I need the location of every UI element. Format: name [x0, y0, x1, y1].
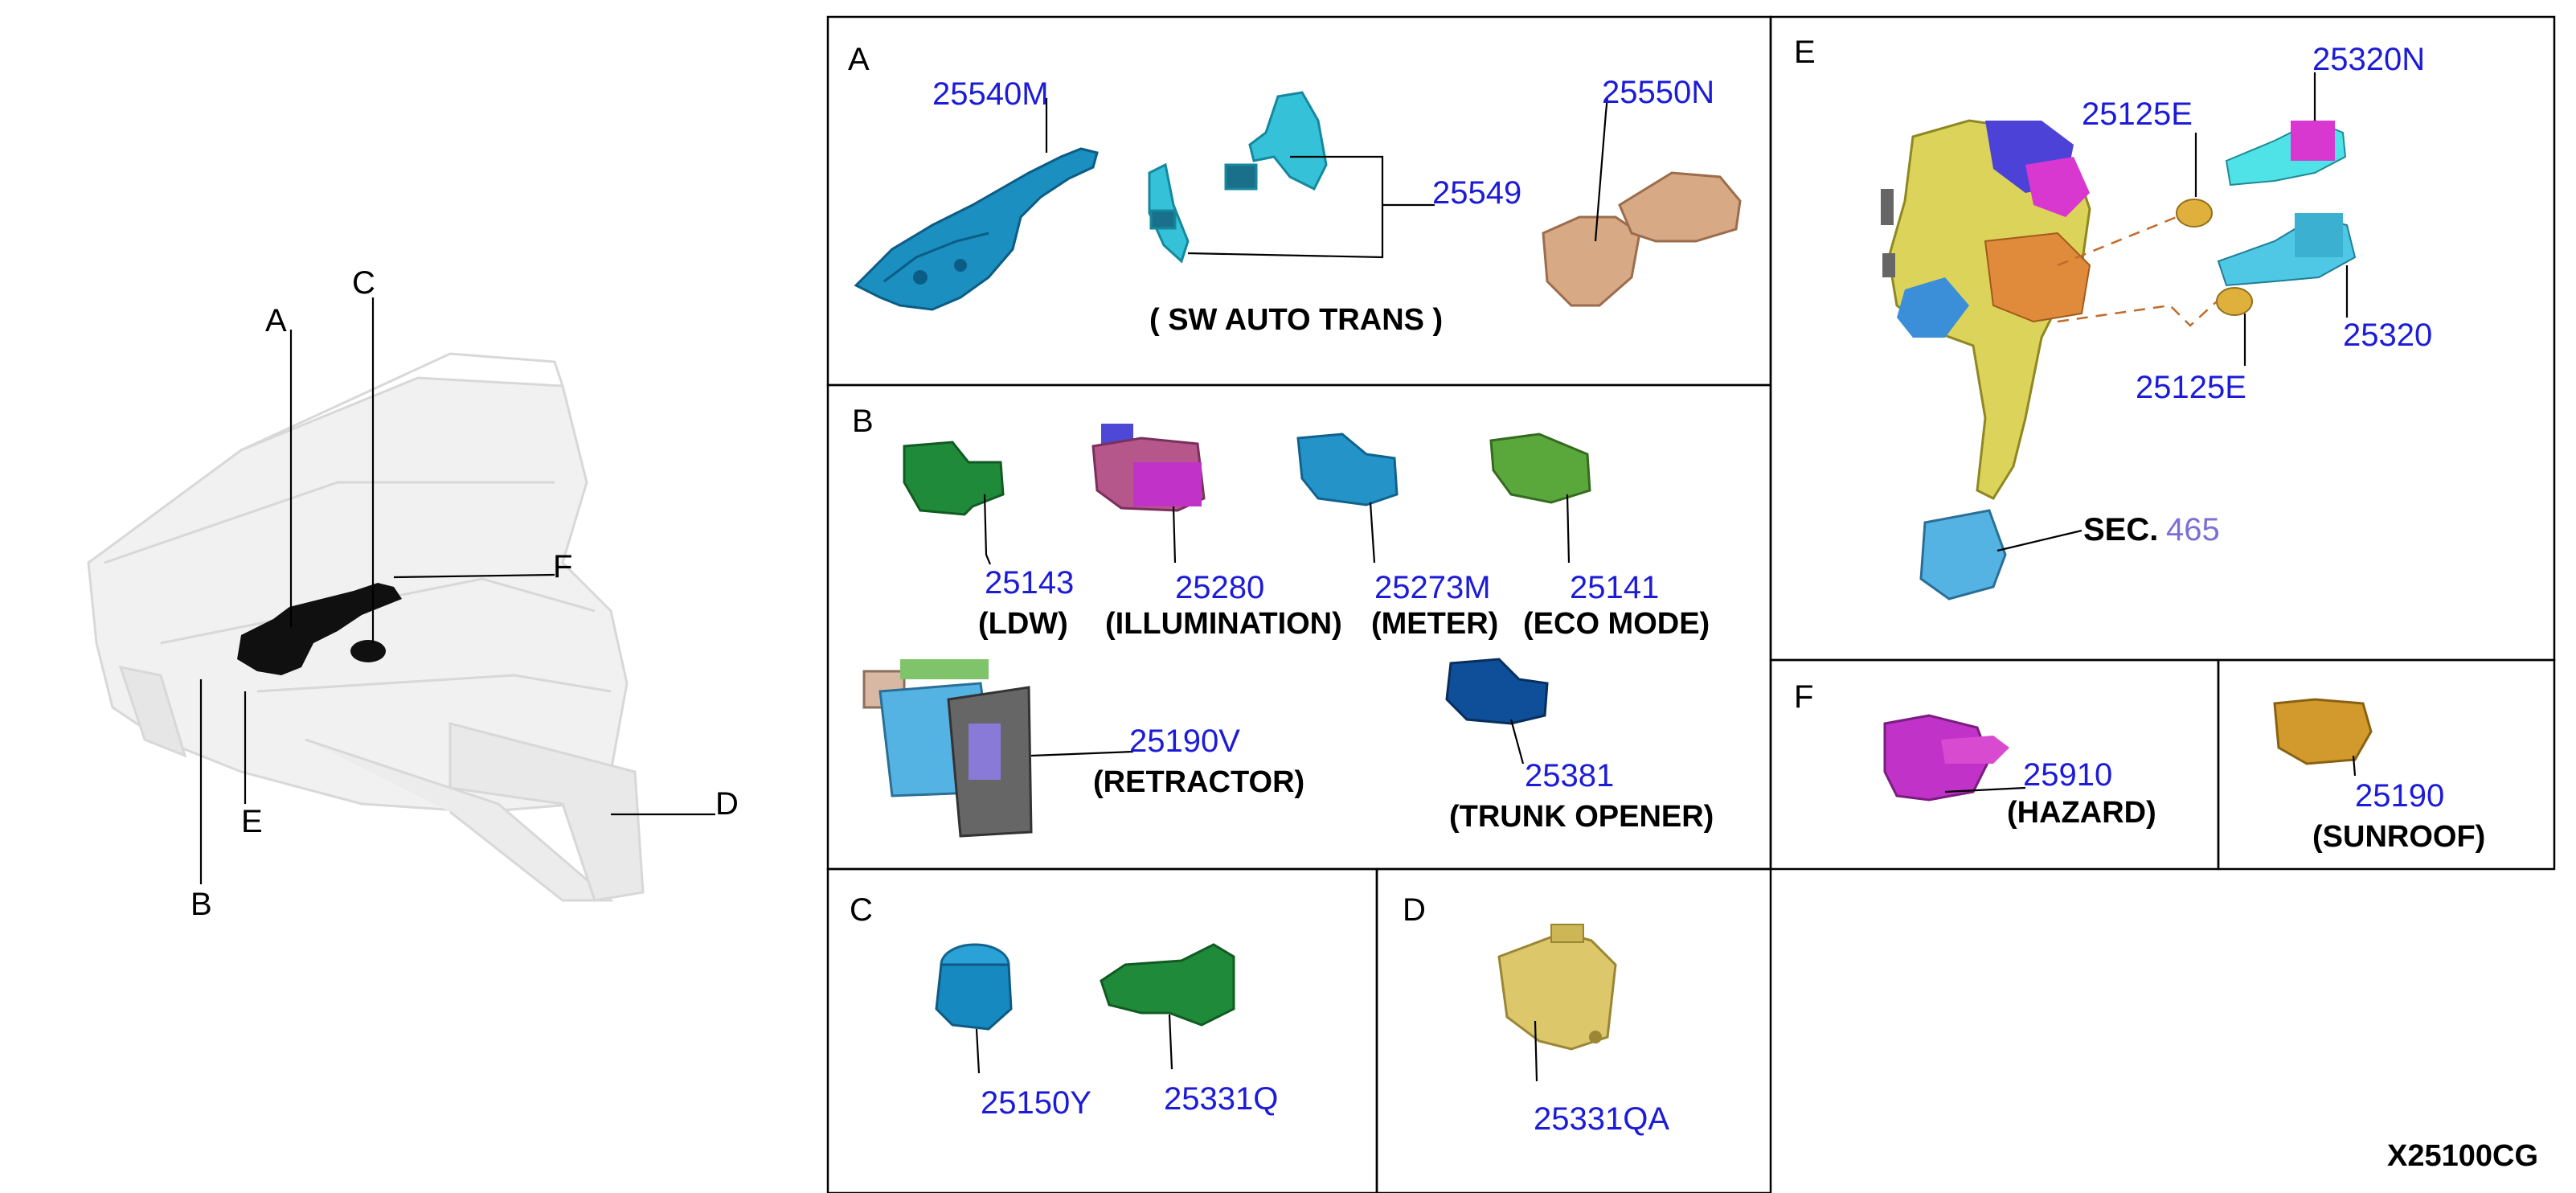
panel-d: D 25331QA — [1403, 892, 1669, 1137]
switch-25143-icon — [903, 441, 1005, 516]
panel-b-letter: B — [852, 404, 874, 439]
overview-letter-b: B — [190, 887, 212, 922]
panel-d-frame — [1375, 867, 1772, 1193]
panel-b: B — [852, 404, 1714, 838]
section-reference: SEC. — [2083, 512, 2158, 547]
sunroof-switch-25190-icon — [2273, 698, 2373, 765]
panel-f-leaders — [1944, 755, 2357, 793]
diagram-code: X25100CG — [2387, 1139, 2538, 1173]
label-sunroof: (SUNROOF) — [2312, 820, 2485, 854]
part-number-25125e-upper: 25125E — [2082, 96, 2193, 132]
label-hazard: (HAZARD) — [2007, 796, 2156, 830]
overview-letter-d: D — [715, 786, 739, 822]
panel-e: E — [1794, 35, 2432, 601]
panel-a: A 25540M 25549 25550N ( SW AUTO TRANS ) — [848, 42, 1742, 337]
brake-pedal-assembly-icon — [1881, 119, 2091, 601]
part-number-25549: 25549 — [1432, 175, 1521, 211]
dashboard-overview: A C F E B D — [87, 265, 739, 922]
panel-f-letter: F — [1794, 679, 1813, 715]
overview-letter-a: A — [265, 303, 287, 338]
part-number-25150y: 25150Y — [981, 1085, 1091, 1121]
label-trunk-opener: (TRUNK OPENER) — [1449, 800, 1714, 834]
switch-25331qa-icon — [1497, 924, 1617, 1051]
overview-letter-f: F — [553, 549, 572, 584]
panel-e-dashed-lines — [2057, 215, 2218, 327]
part-number-25143: 25143 — [985, 565, 1074, 601]
panel-f-sunroof-frame — [2217, 658, 2556, 871]
switch-25331q-icon — [1100, 943, 1235, 1027]
part-number-25125e-lower: 25125E — [2136, 370, 2246, 405]
panel-c-leaders — [975, 1014, 1173, 1074]
part-number-25331q: 25331Q — [1164, 1081, 1278, 1117]
part-number-25550n: 25550N — [1602, 75, 1714, 110]
overview-letter-c: C — [352, 265, 375, 301]
paddle-shifter-25549 — [1148, 91, 1328, 264]
panel-a-leaders — [1045, 96, 1609, 259]
stopper-25125e-upper-icon — [2176, 199, 2213, 228]
panel-d-leaders — [1534, 1020, 1538, 1082]
panel-e-leaders — [1997, 72, 2349, 552]
part-number-25320: 25320 — [2343, 318, 2432, 353]
switch-25280-icon — [1091, 424, 1206, 512]
switch-25381-icon — [1445, 658, 1549, 725]
steering-switch-25550n — [1542, 171, 1742, 307]
panel-c-letter: C — [850, 892, 873, 928]
panel-d-letter: D — [1403, 892, 1426, 928]
part-number-25190v: 25190V — [1129, 724, 1240, 759]
panel-f-frame — [1769, 658, 2220, 871]
stop-lamp-switch-25320n-icon — [2225, 119, 2347, 187]
combination-switch-25540m — [854, 147, 1099, 311]
overview-leaders — [199, 297, 715, 884]
part-number-25540m: 25540M — [932, 76, 1049, 112]
overview-letters: A C F E B D — [190, 265, 739, 922]
seatbelt-retractor-switch-icon — [862, 659, 1033, 838]
panel-c: C 25150Y 25331Q — [850, 892, 1278, 1121]
label-retractor: (RETRACTOR) — [1093, 765, 1304, 799]
panel-f: F 25910 (HAZARD) 25190 (SUNROOF) — [1794, 679, 2485, 854]
panel-a-letter: A — [848, 42, 870, 77]
panel-c-frame — [826, 867, 1378, 1193]
overview-letter-e: E — [241, 804, 263, 839]
panel-b-leaders — [983, 494, 1571, 765]
part-number-25320n: 25320N — [2312, 42, 2425, 77]
stop-lamp-switch-25320-icon — [2217, 213, 2357, 287]
panel-frames — [826, 15, 2556, 1193]
part-number-25190: 25190 — [2355, 778, 2444, 814]
stopper-25125e-lower-icon — [2216, 287, 2253, 316]
part-number-25331qa: 25331QA — [1534, 1101, 1669, 1137]
panel-e-letter: E — [1794, 35, 1816, 70]
switch-25273m-icon — [1296, 433, 1399, 506]
hazard-switch-25910-icon — [1883, 714, 2009, 801]
part-number-25381: 25381 — [1525, 758, 1614, 793]
part-number-25280: 25280 — [1175, 570, 1264, 605]
label-meter: (METER) — [1371, 607, 1498, 641]
switch-25150y-icon — [935, 943, 1013, 1031]
section-reference-number[interactable]: 465 — [2166, 512, 2220, 547]
label-ldw: (LDW) — [978, 607, 1068, 641]
sw-auto-trans-note: ( SW AUTO TRANS ) — [1149, 303, 1443, 337]
dashboard-ghost-illustration — [87, 352, 645, 902]
part-number-25273m: 25273M — [1374, 570, 1491, 605]
part-number-25141: 25141 — [1570, 570, 1659, 605]
combination-switch-silhouette — [237, 583, 402, 675]
label-illumination: (ILLUMINATION) — [1105, 607, 1342, 641]
switch-25141-icon — [1489, 433, 1591, 504]
label-eco-mode: (ECO MODE) — [1523, 607, 1710, 641]
part-number-25910: 25910 — [2023, 757, 2112, 793]
